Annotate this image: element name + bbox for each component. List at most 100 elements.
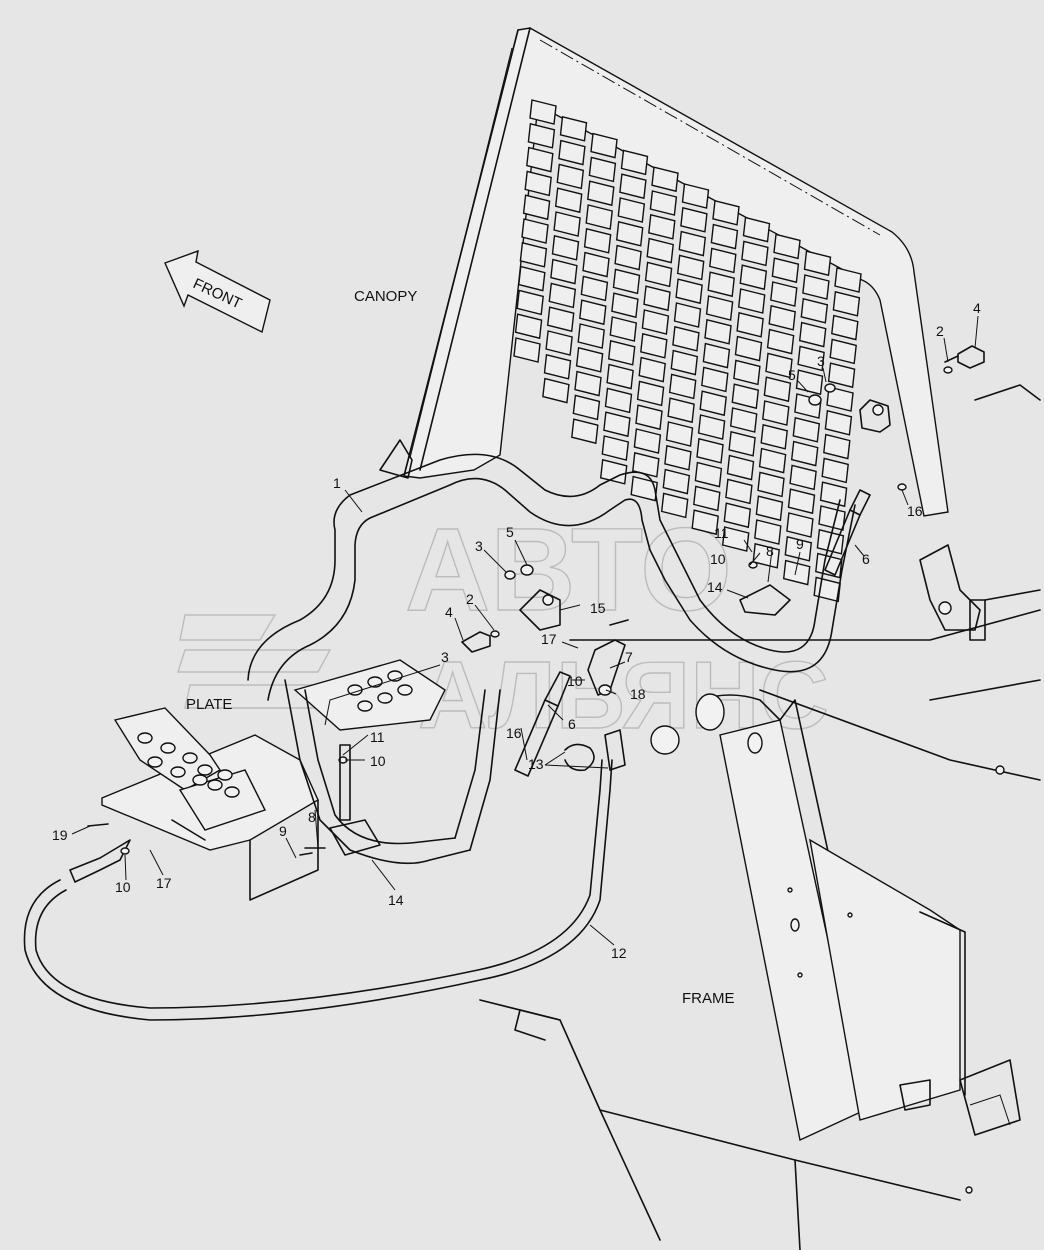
mesh-cell: [829, 338, 857, 365]
mesh-cell: [643, 285, 671, 312]
mesh-cell: [802, 274, 830, 300]
mesh-cell: [558, 139, 586, 166]
callout-3: 3: [817, 353, 825, 369]
mesh-cell: [527, 122, 556, 149]
callout-9: 9: [279, 823, 287, 839]
pedal-holes: [137, 670, 413, 798]
callouts: 1 2 4 5 3 16 6 11 10 8 9 14 5 3 2 4 15 1…: [52, 300, 981, 961]
mesh-cell: [831, 314, 859, 341]
mesh-cell: [757, 471, 785, 498]
mesh-cell: [516, 289, 544, 316]
callout-1: 1: [333, 475, 341, 491]
mesh-cell: [640, 332, 668, 359]
mesh-cell: [765, 352, 793, 379]
mesh-cell: [514, 313, 543, 340]
mesh-cell: [707, 271, 735, 298]
mesh-cell: [766, 328, 795, 355]
safety-bar: [247, 399, 891, 865]
mesh-cell: [803, 250, 832, 277]
mesh-cell: [818, 505, 846, 531]
mesh-cell: [760, 423, 788, 450]
callout-11: 11: [370, 729, 385, 745]
pedal-hole: [224, 786, 240, 798]
mesh-cell: [583, 227, 612, 254]
callout-17: 17: [541, 631, 557, 647]
callout-10: 10: [567, 673, 583, 689]
mesh-cell: [646, 237, 674, 264]
mesh-cell: [606, 363, 634, 390]
mesh-cell: [768, 304, 796, 331]
pedal-hole: [182, 752, 198, 764]
mesh-cell: [702, 342, 731, 369]
mesh-cell: [635, 404, 663, 431]
mesh-cell: [522, 194, 551, 221]
mesh-cell: [816, 528, 845, 555]
mesh-cell: [832, 290, 861, 317]
pedal-hole: [137, 732, 153, 744]
mesh-cell: [726, 454, 755, 481]
mesh-cell: [704, 318, 732, 345]
mesh-cell: [823, 433, 851, 460]
mesh-cell: [604, 387, 633, 414]
mesh-cell: [733, 359, 761, 386]
callout-16: 16: [907, 503, 923, 519]
mesh-cell: [705, 295, 734, 321]
mesh-cell: [771, 257, 800, 284]
mesh-cell: [580, 275, 609, 302]
mesh-cell: [662, 468, 691, 495]
control-cable: [23, 759, 613, 1021]
mesh-cell: [721, 526, 750, 552]
mesh-cell: [827, 362, 856, 389]
watermark-line1: АВТО: [405, 504, 732, 636]
mesh-cell: [668, 373, 697, 400]
mesh-cell: [742, 216, 771, 243]
mesh-cell: [556, 163, 585, 190]
mesh-cell: [728, 430, 756, 457]
mesh-cell: [693, 485, 721, 512]
mesh-cell: [741, 240, 769, 267]
mesh-cell: [648, 213, 676, 240]
mesh-cell: [638, 356, 666, 383]
mesh-cell: [725, 478, 753, 505]
hardware: [69, 345, 986, 883]
mesh-cell: [665, 421, 694, 447]
plate-label: PLATE: [186, 696, 232, 713]
mesh-cell: [795, 369, 824, 396]
mesh-cell: [611, 292, 639, 319]
mesh-cell: [787, 488, 816, 515]
mesh-cell: [519, 241, 548, 268]
mesh-cell: [559, 115, 588, 142]
mesh-cell: [612, 268, 641, 295]
mesh-cell: [739, 264, 768, 291]
pedal-hole: [217, 769, 233, 781]
callout-8: 8: [766, 543, 774, 559]
mesh-cell: [577, 323, 605, 349]
mesh-cell: [736, 311, 764, 338]
callout-12: 12: [611, 945, 627, 961]
gas-springs: [514, 489, 871, 777]
callout-15: 15: [590, 600, 606, 616]
callout-10: 10: [710, 551, 726, 567]
mesh-cell: [681, 183, 710, 209]
mesh-cell: [701, 366, 729, 393]
pedal-plate: [101, 659, 446, 901]
mesh-cell: [734, 335, 763, 362]
pedal-hole: [160, 742, 176, 754]
mesh-cell: [824, 409, 853, 436]
mesh-cell: [641, 309, 670, 335]
mesh-cell: [729, 407, 758, 433]
mesh-cell: [664, 444, 692, 471]
pedal-hole: [207, 779, 223, 791]
mesh-cell: [834, 267, 862, 293]
callout-14: 14: [388, 892, 404, 908]
mesh-cell: [789, 464, 817, 491]
callout-16: 16: [506, 725, 522, 741]
mesh-cell: [782, 559, 811, 586]
pedal-hole: [197, 764, 213, 776]
callout-2: 2: [936, 323, 944, 339]
callout-3: 3: [475, 538, 483, 554]
callout-11: 11: [714, 525, 729, 541]
pedal-hole: [192, 774, 208, 786]
callout-5: 5: [506, 524, 514, 540]
mesh-cell: [529, 99, 557, 125]
